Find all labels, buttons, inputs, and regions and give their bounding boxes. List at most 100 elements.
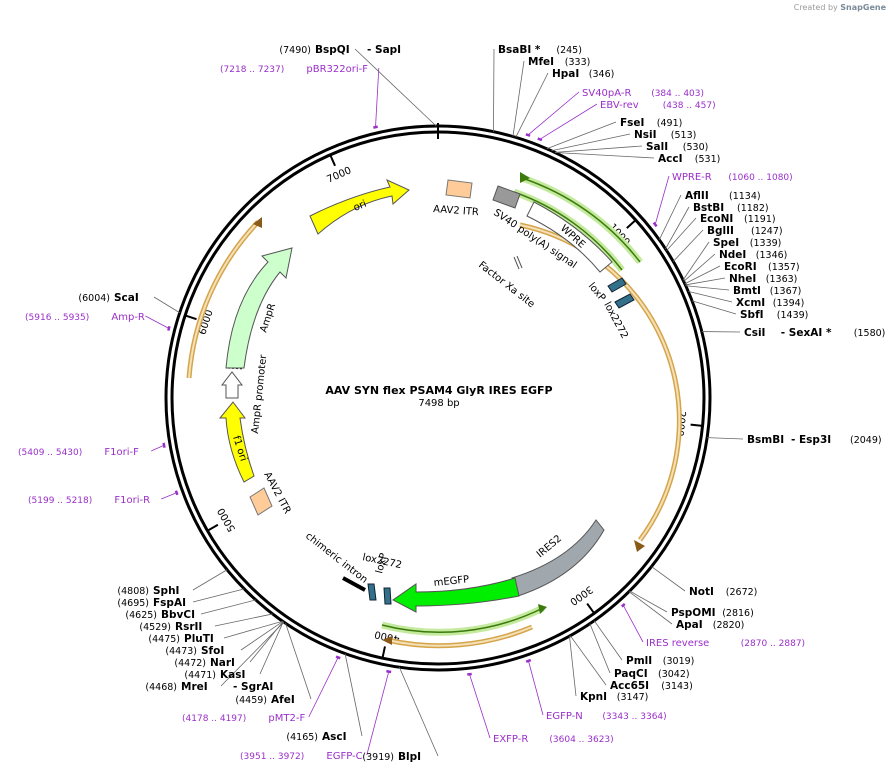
restriction-site[interactable]: (4468)MreI- SgrAI bbox=[145, 621, 285, 693]
restriction-site-leader bbox=[192, 569, 228, 591]
primer-name: EBV-rev bbox=[600, 100, 639, 111]
restriction-site[interactable]: ApaI(2820) bbox=[628, 591, 744, 631]
feature-ires2-arrow[interactable] bbox=[511, 519, 605, 597]
restriction-site-position: (4475) bbox=[148, 634, 180, 645]
restriction-site[interactable]: (4475)PluTI bbox=[148, 620, 283, 645]
restriction-site[interactable]: SalI(530) bbox=[554, 141, 708, 153]
restriction-site-position: (4529) bbox=[139, 622, 171, 633]
restriction-site[interactable]: PspOMI(2816) bbox=[629, 590, 754, 619]
primer-annotation[interactable]: (5199 .. 5218)F1ori-R bbox=[28, 490, 179, 506]
restriction-site-extra: - SapI bbox=[367, 44, 401, 56]
feature-lox2272-upper-label: lox2272 bbox=[601, 300, 629, 340]
restriction-site[interactable]: EcoRI (1357) bbox=[684, 261, 800, 285]
feature-sv40-polya[interactable] bbox=[492, 185, 521, 209]
restriction-site[interactable]: Acc65I(3143) bbox=[569, 635, 693, 692]
restriction-site[interactable]: BsaBI *(245) bbox=[493, 44, 582, 132]
feature-loxp-upper[interactable] bbox=[607, 277, 627, 293]
feature-loxp-lower[interactable] bbox=[383, 587, 392, 605]
primer-annotation[interactable]: EGFP-N(3343 .. 3364) bbox=[525, 658, 667, 722]
restriction-site[interactable]: HpaI(346) bbox=[515, 68, 615, 138]
restriction-site[interactable]: NotI(2672) bbox=[651, 566, 757, 598]
primer-annotation[interactable]: EBV-rev (438 .. 457) bbox=[537, 100, 716, 142]
restriction-site[interactable]: (4472)NarI bbox=[174, 621, 284, 669]
restriction-site-name: AccI bbox=[658, 153, 682, 165]
restriction-site[interactable]: (4459)AfeI bbox=[235, 623, 312, 706]
restriction-site-leader bbox=[651, 566, 686, 592]
primer-range: (438 .. 457) bbox=[663, 101, 716, 111]
feature-ampr-promoter-label: AmpR promoter bbox=[250, 353, 269, 434]
restriction-site[interactable]: (4695)FspAI bbox=[117, 588, 245, 609]
restriction-site[interactable]: AflII(1134) bbox=[658, 190, 761, 241]
restriction-site[interactable]: BglII(1247) bbox=[672, 225, 783, 262]
primer-annotation[interactable]: (4178 .. 4197)pMT2-F bbox=[182, 655, 341, 724]
feature-wpre-arrow[interactable] bbox=[526, 201, 613, 273]
green-tracks bbox=[381, 172, 643, 636]
primer-annotation[interactable]: EXFP-R(3604 .. 3623) bbox=[467, 672, 614, 745]
primer-mark bbox=[386, 669, 392, 674]
feature-ampr-promoter-arrow[interactable] bbox=[220, 371, 244, 399]
primer-annotation[interactable]: (5916 .. 5935)Amp-R bbox=[25, 312, 171, 331]
restriction-site-leader bbox=[666, 217, 697, 251]
restriction-site[interactable]: XcmI(1394) bbox=[688, 291, 804, 309]
restriction-site[interactable]: PaqCI(3042) bbox=[589, 623, 690, 680]
restriction-site[interactable]: NheI(1363) bbox=[685, 273, 797, 286]
restriction-site-name: ApaI bbox=[676, 619, 703, 631]
feature-ori-arrow[interactable] bbox=[309, 179, 410, 235]
primer-mark bbox=[373, 125, 378, 129]
restriction-site-position: (1394) bbox=[773, 298, 805, 309]
green-track-inner-line bbox=[513, 191, 623, 271]
restriction-site-name: KasI bbox=[220, 669, 245, 681]
restriction-site-name: EcoRI bbox=[724, 261, 757, 273]
restriction-site-name: NdeI bbox=[719, 249, 746, 261]
restriction-site[interactable]: NdeI(1346) bbox=[683, 249, 788, 282]
feature-lox2272-upper[interactable] bbox=[614, 293, 635, 309]
primer-annotation[interactable]: (5409 .. 5430)F1ori-F bbox=[18, 442, 166, 458]
feature-chimeric-intron-bar[interactable] bbox=[342, 576, 366, 592]
restriction-site-position: (1357) bbox=[768, 262, 800, 273]
restriction-site-leader bbox=[354, 48, 437, 127]
restriction-site[interactable]: KpnI(3147) bbox=[569, 636, 648, 703]
restriction-site[interactable]: EcoNI(1191) bbox=[666, 213, 776, 251]
restriction-site[interactable]: (7490)BspQI- SapI bbox=[279, 44, 437, 127]
feature-ampr-arrow[interactable] bbox=[225, 247, 293, 369]
restriction-site[interactable]: (4471)KasI bbox=[184, 621, 284, 681]
restriction-site[interactable]: (4808)SphI bbox=[117, 569, 228, 597]
restriction-site[interactable]: (3919)BlpI bbox=[362, 667, 439, 763]
restriction-site[interactable]: (4625)BbvCI bbox=[125, 599, 256, 621]
feature-aav2-itr-right[interactable] bbox=[445, 179, 473, 199]
restriction-site-name: BstBI bbox=[693, 202, 724, 214]
restriction-site-position: (531) bbox=[695, 154, 721, 165]
restriction-site[interactable]: (6004)ScaI bbox=[78, 292, 180, 314]
restriction-site[interactable]: NsiI(513) bbox=[551, 129, 696, 152]
restriction-site[interactable]: AccI (531) bbox=[555, 152, 720, 165]
restriction-site[interactable]: BsmBI- Esp3I(2049) bbox=[707, 434, 882, 446]
restriction-site[interactable]: SpeI(1339) bbox=[682, 237, 781, 281]
primer-leader bbox=[375, 67, 380, 128]
restriction-site[interactable]: FseI(491) bbox=[546, 117, 683, 150]
primer-name: EXFP-R bbox=[493, 734, 528, 745]
feature-aav2-itr-left[interactable] bbox=[249, 487, 273, 516]
restriction-site[interactable]: BmtI(1367) bbox=[685, 285, 802, 297]
restriction-site[interactable]: (4473)SfoI bbox=[165, 621, 284, 657]
primer-annotation[interactable]: (7218 .. 7237)pBR322ori-F bbox=[220, 64, 380, 129]
restriction-site[interactable]: (4529) RsrII bbox=[139, 613, 273, 633]
restriction-site-position: (1134) bbox=[729, 191, 761, 202]
primer-annotation[interactable]: (3951 .. 3972)EGFP-C bbox=[240, 669, 392, 762]
feature-megfp-arrow[interactable] bbox=[392, 577, 520, 613]
restriction-site[interactable]: SbfI(1439) bbox=[691, 300, 808, 321]
feature-f1ori-arrow[interactable] bbox=[218, 401, 255, 483]
tick-label: 7000 bbox=[325, 165, 353, 185]
restriction-site[interactable]: PmlI(3019) bbox=[593, 620, 694, 667]
restriction-site-position: (346) bbox=[589, 69, 615, 80]
restriction-site-position: (7490) bbox=[279, 45, 311, 56]
restriction-site[interactable]: (4165)AscI bbox=[286, 653, 363, 743]
restriction-site[interactable]: CsiI- SexAI *(1580) bbox=[701, 327, 886, 339]
primer-annotation[interactable]: WPRE-R(1060 .. 1080) bbox=[652, 172, 793, 228]
credit-prefix: Created by bbox=[793, 3, 838, 12]
restriction-site-name: RsrII bbox=[175, 621, 202, 633]
primer-annotation[interactable]: IRES reverse(2870 .. 2887) bbox=[620, 603, 805, 649]
primer-annotation[interactable]: SV40pA-R(384 .. 403) bbox=[525, 88, 704, 137]
restriction-site[interactable]: BstBI(1182) bbox=[665, 202, 769, 250]
feature-lox2272-lower[interactable] bbox=[367, 583, 377, 601]
restriction-site[interactable]: MfeI(333) bbox=[512, 56, 590, 137]
